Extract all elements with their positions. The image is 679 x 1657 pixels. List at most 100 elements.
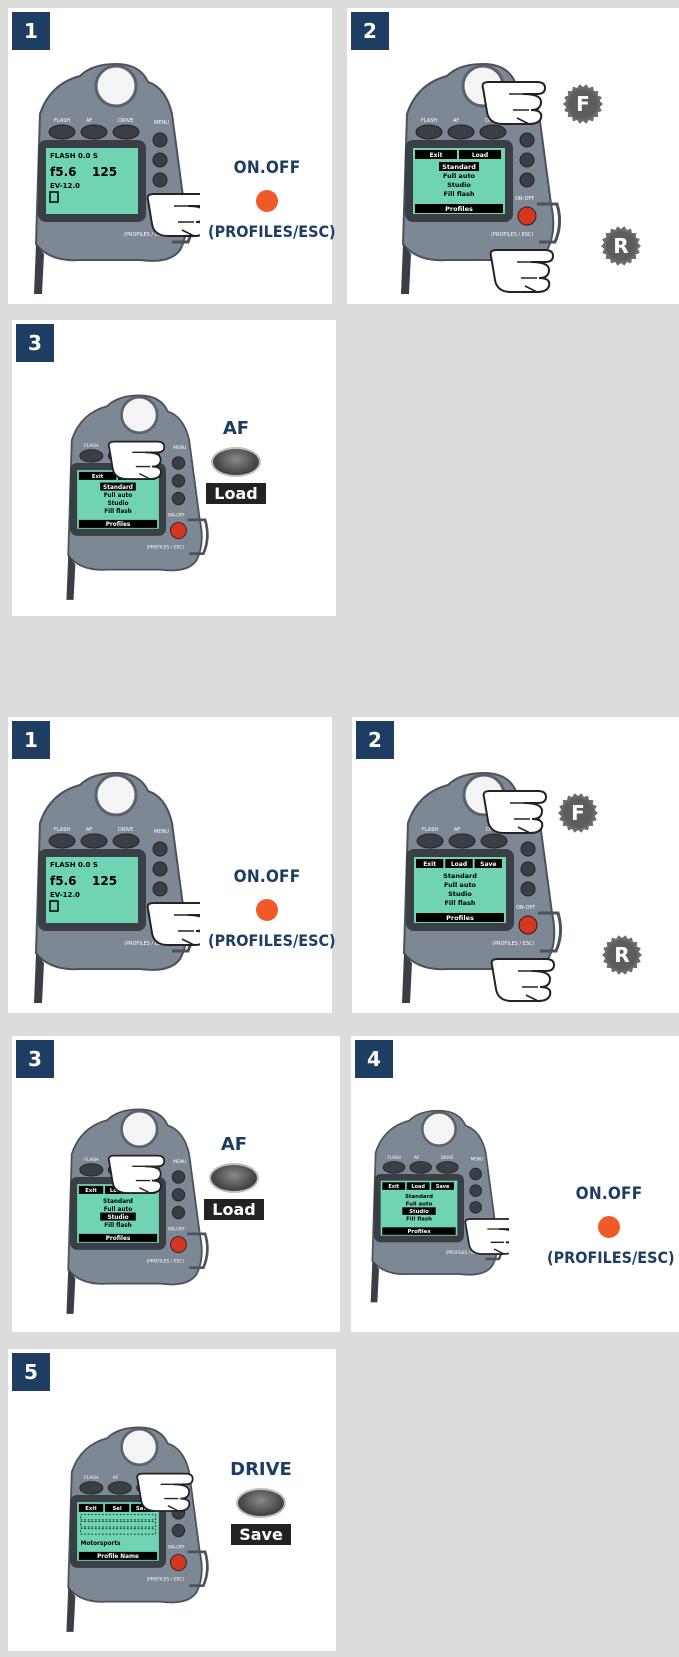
grip-button[interactable]	[480, 125, 506, 139]
side-button[interactable]	[153, 862, 167, 876]
pointing-hand-icon	[465, 1219, 509, 1254]
grip-button[interactable]	[113, 834, 139, 848]
step-panel: 3 FLASHAFDRIVEMENUON-OFF(PROFILES / ESC)…	[12, 1036, 340, 1332]
svg-text:Load: Load	[451, 861, 467, 868]
grip-button[interactable]	[80, 1164, 103, 1176]
side-button[interactable]	[470, 1202, 482, 1214]
svg-text:Profile Name: Profile Name	[97, 1554, 139, 1560]
side-button[interactable]	[470, 1168, 482, 1180]
onoff-button[interactable]	[170, 1237, 186, 1253]
grip-button[interactable]	[449, 834, 475, 848]
svg-text:Fill flash: Fill flash	[406, 1217, 432, 1223]
drive-label: DRIVE	[218, 1459, 304, 1480]
grip-button[interactable]	[81, 125, 107, 139]
svg-text:Full auto: Full auto	[104, 493, 132, 499]
svg-text:Full auto: Full auto	[443, 172, 476, 180]
rear-dial-letter: R	[600, 933, 644, 977]
svg-text:Standard: Standard	[103, 485, 133, 491]
svg-text:Exit: Exit	[92, 474, 104, 480]
onoff-button-dot[interactable]	[256, 899, 278, 921]
grip-button[interactable]	[437, 1162, 459, 1174]
camera-grip-illustration: FLASHAFDRIVEMENUON-OFF(PROFILES / ESC)FL…	[20, 54, 200, 298]
pointing-hand-icon	[148, 903, 200, 945]
svg-text:FLASH: FLASH	[84, 1157, 98, 1163]
step-number: 4	[355, 1040, 393, 1078]
svg-text:AF: AF	[86, 118, 92, 124]
grip-button[interactable]	[481, 834, 507, 848]
step-panel: 1 FLASHAFDRIVEMENUON-OFF(PROFILES / ESC)…	[8, 8, 332, 304]
svg-text:FLASH 0.0 S: FLASH 0.0 S	[50, 152, 98, 160]
side-button[interactable]	[172, 457, 184, 469]
svg-text:Profiles: Profiles	[106, 1236, 131, 1242]
onoff-button-dot[interactable]	[256, 190, 278, 212]
grip-button[interactable]	[416, 125, 442, 139]
profiles-esc-label: (PROFILES/ESC)	[208, 931, 326, 950]
onoff-button[interactable]	[170, 523, 186, 539]
svg-text:Save: Save	[480, 861, 496, 868]
camera-grip-illustration: FLASHAFDRIVEMENUON-OFF(PROFILES / ESC)Ex…	[54, 380, 214, 610]
front-dial-letter: F	[556, 791, 600, 835]
load-tag: Load	[204, 1199, 263, 1220]
grip-button[interactable]	[448, 125, 474, 139]
onoff-button[interactable]	[518, 207, 536, 225]
onoff-button-dot[interactable]	[598, 1216, 620, 1238]
pointing-hand-icon	[148, 194, 200, 236]
svg-text:FLASH: FLASH	[84, 443, 98, 449]
grip-button[interactable]	[49, 125, 75, 139]
grip-button[interactable]	[80, 450, 103, 462]
side-button[interactable]	[172, 475, 184, 487]
step-number: 1	[12, 721, 50, 759]
onoff-button[interactable]	[519, 916, 537, 934]
side-button[interactable]	[172, 1171, 184, 1183]
onoff-callout: ON.OFF (PROFILES/ESC)	[547, 1184, 671, 1267]
side-button[interactable]	[172, 492, 184, 504]
side-button[interactable]	[153, 153, 167, 167]
svg-text:FLASH: FLASH	[54, 827, 70, 833]
af-callout: AF Load	[196, 418, 276, 504]
grip-button[interactable]	[113, 125, 139, 139]
side-button[interactable]	[153, 173, 167, 187]
side-button[interactable]	[153, 882, 167, 896]
side-button[interactable]	[521, 862, 535, 876]
side-button[interactable]	[520, 153, 534, 167]
svg-text:Profiles: Profiles	[445, 205, 473, 213]
svg-text:Motorsports: Motorsports	[81, 1541, 121, 1547]
side-button[interactable]	[520, 173, 534, 187]
side-button[interactable]	[521, 882, 535, 896]
grip-button[interactable]	[383, 1162, 405, 1174]
onoff-label: ON.OFF	[547, 1184, 671, 1204]
side-button[interactable]	[172, 1524, 184, 1536]
grip-button[interactable]	[81, 834, 107, 848]
svg-text:Exit: Exit	[388, 1184, 399, 1190]
pointing-hand-icon	[492, 959, 554, 1001]
svg-text:Fill flash: Fill flash	[104, 1223, 132, 1229]
grip-button[interactable]	[49, 834, 75, 848]
camera-grip-illustration: FLASHAFDRIVEMENUON-OFF(PROFILES / ESC)Ex…	[387, 54, 567, 298]
af-button[interactable]	[211, 447, 261, 477]
svg-text:AF: AF	[454, 827, 460, 833]
side-button[interactable]	[153, 842, 167, 856]
side-button[interactable]	[153, 133, 167, 147]
side-button[interactable]	[470, 1185, 482, 1197]
onoff-callout: ON.OFF (PROFILES/ESC)	[208, 158, 326, 241]
side-button[interactable]	[172, 1189, 184, 1201]
camera-grip-illustration: FLASHAFDRIVEMENUON-OFF(PROFILES / ESC)Ex…	[54, 1411, 214, 1643]
svg-text:Studio: Studio	[448, 890, 472, 898]
side-button[interactable]	[172, 1206, 184, 1218]
grip-button[interactable]	[80, 1482, 103, 1494]
grip-button[interactable]	[108, 1482, 131, 1494]
side-button[interactable]	[521, 842, 535, 856]
grip-button[interactable]	[410, 1162, 432, 1174]
onoff-button[interactable]	[170, 1555, 186, 1571]
af-button[interactable]	[209, 1163, 259, 1193]
svg-text:Exit: Exit	[430, 152, 443, 159]
svg-text:AF: AF	[113, 1475, 119, 1481]
svg-text:Standard: Standard	[443, 872, 477, 880]
drive-button[interactable]	[236, 1488, 286, 1518]
svg-text:Standard: Standard	[442, 163, 476, 171]
side-button[interactable]	[520, 133, 534, 147]
front-dial-letter: F	[561, 82, 605, 126]
grip-button[interactable]	[417, 834, 443, 848]
step-number: 3	[16, 324, 54, 362]
step-number: 2	[356, 721, 394, 759]
